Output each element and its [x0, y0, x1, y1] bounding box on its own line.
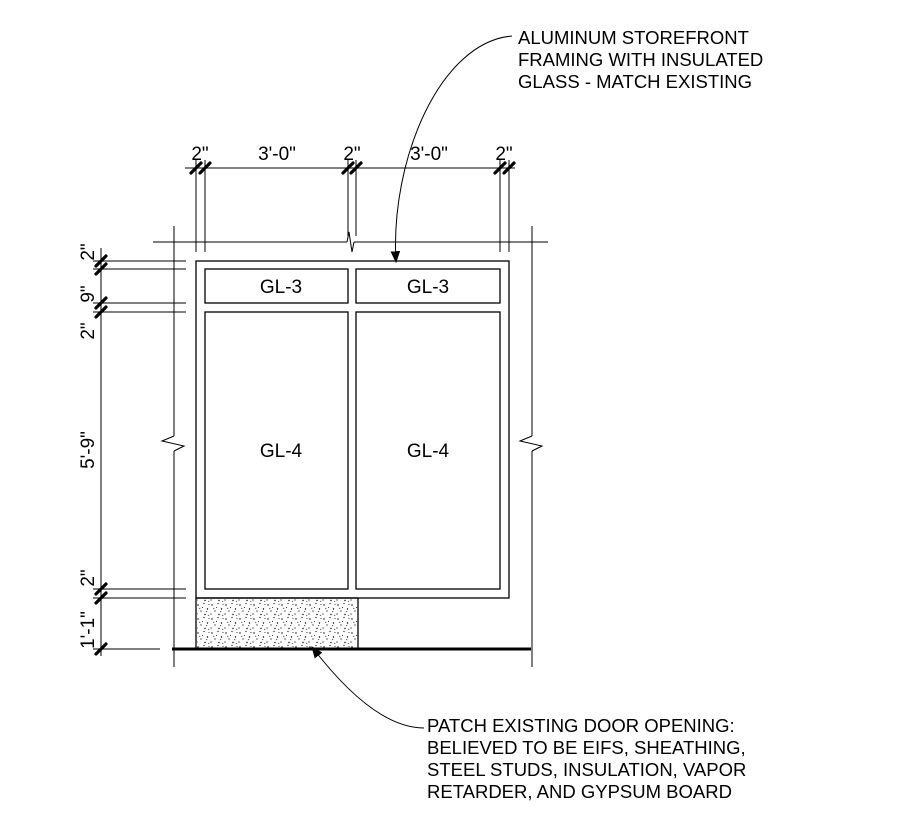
main-panel-left [204, 311, 349, 590]
note-storefront-line-1: ALUMINUM STOREFRONT [518, 27, 749, 48]
vertical-dimension-string [93, 248, 186, 656]
note-patch-line-1: PATCH EXISTING DOOR OPENING: [427, 715, 735, 736]
note-storefront-line-3: GLASS - MATCH EXISTING [518, 71, 752, 92]
dim-vertical-6: 1'-1" [78, 611, 99, 649]
patch-leader-arrow [311, 646, 425, 729]
dim-vertical-3: 2" [78, 322, 99, 339]
note-patch-line-4: RETARDER, AND GYPSUM BOARD [427, 781, 732, 802]
panel-label-main-left: GL-4 [260, 441, 303, 462]
main-panel-right [355, 311, 501, 590]
transom-panel-left [204, 268, 349, 304]
dim-vertical-5: 2" [78, 569, 99, 586]
dim-horizontal-2: 3'-0" [258, 144, 296, 165]
note-storefront: ALUMINUM STOREFRONT FRAMING WITH INSULAT… [518, 27, 768, 92]
horizontal-dimension-string [185, 160, 516, 252]
panel-label-transom-right: GL-3 [407, 277, 449, 298]
patch-infill-area [197, 599, 357, 648]
dim-horizontal-5: 2" [495, 144, 512, 165]
dim-vertical-4: 5'-9" [78, 431, 99, 469]
dim-horizontal-4: 3'-0" [410, 144, 448, 165]
note-patch-line-2: BELIEVED TO BE EIFS, SHEATHING, [427, 737, 746, 758]
storefront-leader-arrow [390, 35, 513, 264]
note-patch-line-3: STEEL STUDS, INSULATION, VAPOR [427, 759, 746, 780]
note-storefront-line-2: FRAMING WITH INSULATED [518, 49, 763, 70]
dim-horizontal-1: 2" [191, 144, 208, 165]
dim-horizontal-3: 2" [343, 144, 360, 165]
transom-panel-right [355, 268, 501, 304]
panel-label-main-right: GL-4 [407, 441, 450, 462]
note-patch: PATCH EXISTING DOOR OPENING: BELIEVED TO… [427, 715, 752, 802]
dim-vertical-1: 2" [78, 243, 99, 260]
dim-vertical-2: 9" [78, 285, 99, 302]
panel-label-transom-left: GL-3 [260, 277, 302, 298]
storefront-frame [195, 260, 510, 650]
